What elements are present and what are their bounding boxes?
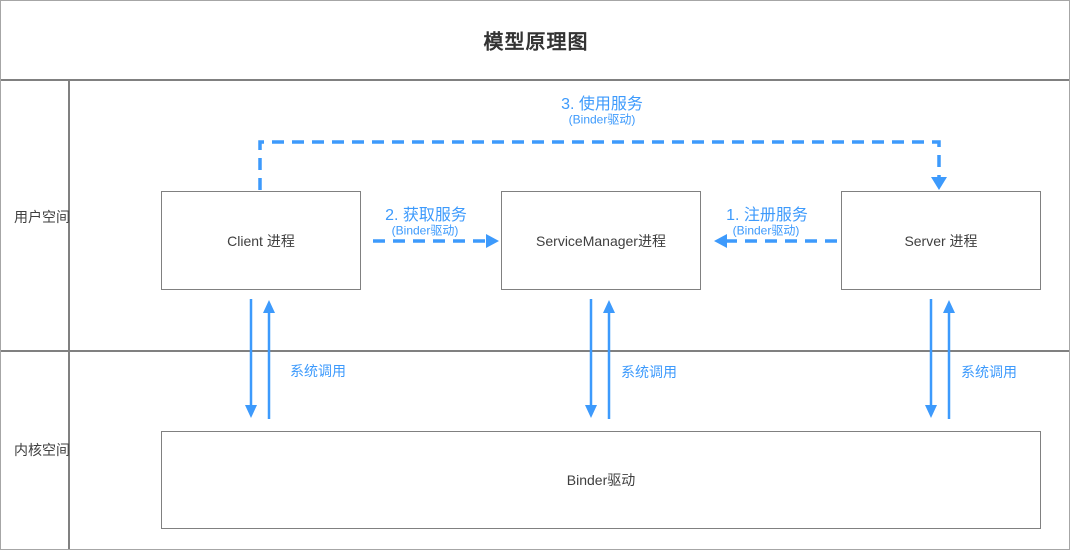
- syscall-label-sm: 系统调用: [621, 364, 677, 380]
- edge-label-use-service: 3. 使用服务: [561, 96, 643, 113]
- edge-sublabel-register-service: (Binder驱动): [732, 223, 800, 238]
- page-title: 模型原理图: [483, 31, 589, 54]
- node-server-label: Server 进程: [904, 232, 978, 249]
- edge-register-service-arrowhead-left: [714, 234, 727, 248]
- syscall-server-up-arrowhead: [943, 300, 955, 313]
- lane-divider-line: [1, 350, 1069, 352]
- syscall-label-server: 系统调用: [961, 364, 1017, 380]
- lane-label-kernel-space: 内核空间: [14, 442, 70, 458]
- syscall-client-down-arrowhead: [245, 405, 257, 418]
- node-binder-driver: Binder驱动: [161, 431, 1041, 529]
- lane-label-user-space: 用户空间: [14, 209, 70, 225]
- node-service-manager: ServiceManager进程: [501, 191, 701, 290]
- edge-sublabel-get-service: (Binder驱动): [391, 223, 459, 238]
- syscall-sm-up-arrowhead: [603, 300, 615, 313]
- edge-get-service-arrowhead-right: [486, 234, 499, 248]
- edge-label-get-service: 2. 获取服务: [385, 207, 467, 224]
- node-client-label: Client 进程: [227, 232, 295, 249]
- label-column-line: [68, 79, 70, 549]
- title-separator-line: [1, 79, 1069, 81]
- edge-sublabel-use-service: (Binder驱动): [568, 112, 636, 127]
- node-server: Server 进程: [841, 191, 1041, 290]
- edge-use-service-path: [258, 140, 941, 190]
- syscall-client-up-arrowhead: [263, 300, 275, 313]
- node-client: Client 进程: [161, 191, 361, 290]
- edge-use-service-arrowhead-down: [931, 177, 947, 190]
- node-binder-driver-label: Binder驱动: [566, 472, 636, 488]
- edge-label-register-service: 1. 注册服务: [726, 207, 808, 224]
- node-service-manager-label: ServiceManager进程: [536, 232, 666, 249]
- syscall-sm-down-arrowhead: [585, 405, 597, 418]
- syscall-server-down-arrowhead: [925, 405, 937, 418]
- syscall-label-client: 系统调用: [290, 363, 346, 379]
